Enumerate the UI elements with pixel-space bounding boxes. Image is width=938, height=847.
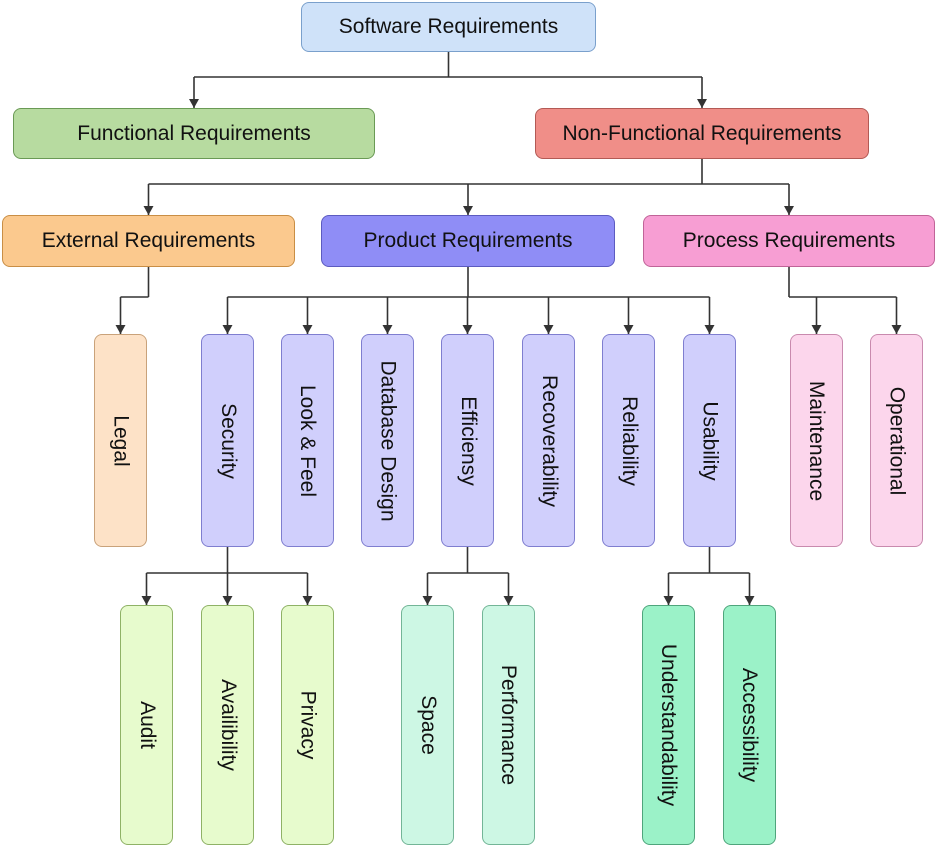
arrowhead-node-reliability xyxy=(623,325,634,334)
node-maintenance: Maintenance xyxy=(790,334,843,547)
node-software-requirements: Software Requirements xyxy=(301,2,596,52)
arrowhead-node-efficiency xyxy=(462,325,473,334)
arrowhead-node-audit xyxy=(141,596,152,605)
node-look-and-feel: Look & Feel xyxy=(281,334,334,547)
arrowhead-node-security xyxy=(222,325,233,334)
arrowhead-node-non-functional-requirements xyxy=(697,99,707,108)
node-legal: Legal xyxy=(94,334,147,547)
node-efficiency-label: Efficiensy xyxy=(456,395,480,486)
node-space: Space xyxy=(401,605,454,845)
node-database-design: Database Design xyxy=(361,334,414,547)
node-operational-label: Operational xyxy=(885,386,909,495)
arrowhead-node-operational xyxy=(891,325,902,334)
node-privacy-label: Privacy xyxy=(296,690,320,760)
node-reliability-label: Reliability xyxy=(617,395,641,486)
arrowhead-node-legal xyxy=(115,325,126,334)
node-usability: Usability xyxy=(683,334,736,547)
arrowhead-node-space xyxy=(422,596,433,605)
node-availability: Availibility xyxy=(201,605,254,845)
node-functional-requirements: Functional Requirements xyxy=(13,108,375,159)
node-look-and-feel-label: Look & Feel xyxy=(296,384,320,497)
node-external-requirements: External Requirements xyxy=(2,215,295,267)
node-legal-label: Legal xyxy=(109,414,133,467)
node-process-requirements: Process Requirements xyxy=(643,215,935,267)
node-security-label: Security xyxy=(216,402,240,479)
node-space-label: Space xyxy=(416,695,440,755)
node-product-requirements: Product Requirements xyxy=(321,215,615,267)
arrowhead-node-database-design xyxy=(382,325,393,334)
node-efficiency: Efficiensy xyxy=(441,334,494,547)
arrowhead-node-recoverability xyxy=(543,325,554,334)
node-recoverability: Recoverability xyxy=(522,334,575,547)
arrowhead-node-external-requirements xyxy=(143,206,154,215)
node-audit-label: Audit xyxy=(135,701,159,749)
node-performance-label: Performance xyxy=(497,664,521,786)
node-maintenance-label: Maintenance xyxy=(805,380,829,501)
arrowhead-node-process-requirements xyxy=(784,206,794,215)
node-privacy: Privacy xyxy=(281,605,334,845)
arrowhead-node-privacy xyxy=(302,596,313,605)
node-understandability: Understandability xyxy=(642,605,695,845)
node-performance: Performance xyxy=(482,605,535,845)
node-security: Security xyxy=(201,334,254,547)
node-availability-label: Availibility xyxy=(216,679,240,771)
node-operational: Operational xyxy=(870,334,923,547)
arrowhead-node-product-requirements xyxy=(463,206,473,215)
arrowhead-node-understandability xyxy=(663,596,674,605)
node-accessibility: Accessibility xyxy=(723,605,776,845)
arrowhead-node-usability xyxy=(704,325,715,334)
node-accessibility-label: Accessibility xyxy=(738,667,762,783)
arrowhead-node-functional-requirements xyxy=(189,99,199,108)
node-recoverability-label: Recoverability xyxy=(537,374,561,507)
arrowhead-node-availability xyxy=(222,596,233,605)
arrowhead-node-performance xyxy=(503,596,514,605)
arrowhead-node-accessibility xyxy=(744,596,755,605)
node-understandability-label: Understandability xyxy=(657,643,681,807)
node-database-design-label: Database Design xyxy=(376,359,400,522)
arrowhead-node-maintenance xyxy=(811,325,822,334)
arrowhead-node-look-and-feel xyxy=(302,325,313,334)
node-audit: Audit xyxy=(120,605,173,845)
node-non-functional-requirements: Non-Functional Requirements xyxy=(535,108,869,159)
node-usability-label: Usability xyxy=(698,400,722,481)
node-reliability: Reliability xyxy=(602,334,655,547)
